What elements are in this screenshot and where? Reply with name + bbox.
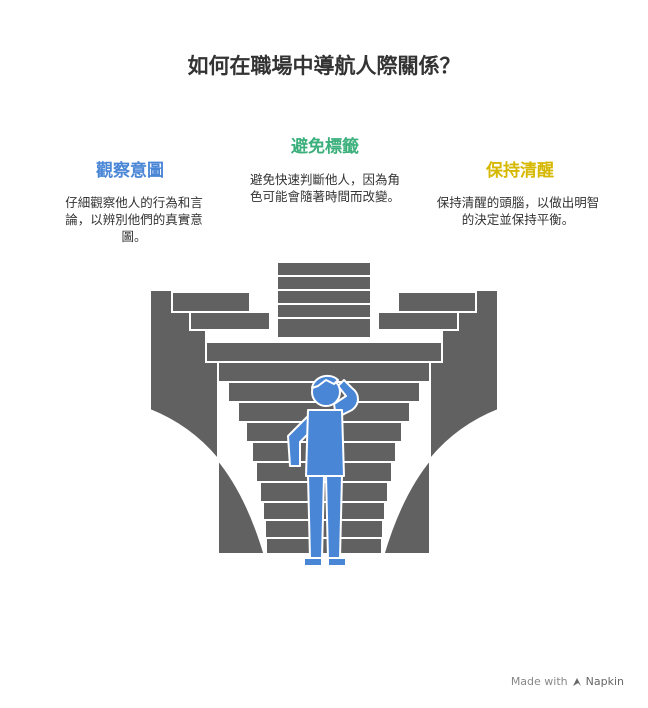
stair-center-1 xyxy=(276,261,372,277)
stair-step-1 xyxy=(205,341,443,363)
person-left-leg xyxy=(307,475,325,559)
person-torso xyxy=(305,409,345,477)
heading-avoid-labels: 避免標籤 xyxy=(291,137,359,157)
footer-brand: Napkin xyxy=(585,675,624,688)
person-right-leg xyxy=(325,475,343,559)
description-stay-clear: 保持清醒的頭腦，以做出明智的決定並保持平衡。 xyxy=(436,195,600,227)
heading-observe-intent: 觀察意圖 xyxy=(96,161,164,181)
description-avoid-labels: 避免快速判斷他人，因為角色可能會隨著時間而改變。 xyxy=(249,172,400,204)
heading-stay-clear: 保持清醒 xyxy=(486,161,554,181)
stair-step-10 xyxy=(264,519,384,539)
description-observe-intent: 仔細觀察他人的行為和言論，以辨別他們的真實意圖。 xyxy=(65,195,203,244)
person-left-shoe xyxy=(303,557,323,567)
footer-made-with: Made with xyxy=(510,675,568,688)
person-thinking-figure xyxy=(287,374,359,567)
footer-attribution: Made with Napkin xyxy=(511,675,624,688)
platform-left xyxy=(171,291,251,313)
platform-left-lower xyxy=(189,311,271,331)
stair-step-11 xyxy=(265,537,383,555)
stair-center-2 xyxy=(276,275,372,291)
person-hair xyxy=(311,374,339,389)
platform-right-lower xyxy=(377,311,459,331)
person-right-shoe xyxy=(327,557,347,567)
page-title: 如何在職場中導航人際關係？ xyxy=(187,54,461,78)
platform-right xyxy=(397,291,477,313)
stair-center-4 xyxy=(276,303,372,319)
napkin-logo-icon xyxy=(572,677,582,687)
stair-center-3 xyxy=(276,289,372,305)
stair-center-5 xyxy=(276,317,372,339)
